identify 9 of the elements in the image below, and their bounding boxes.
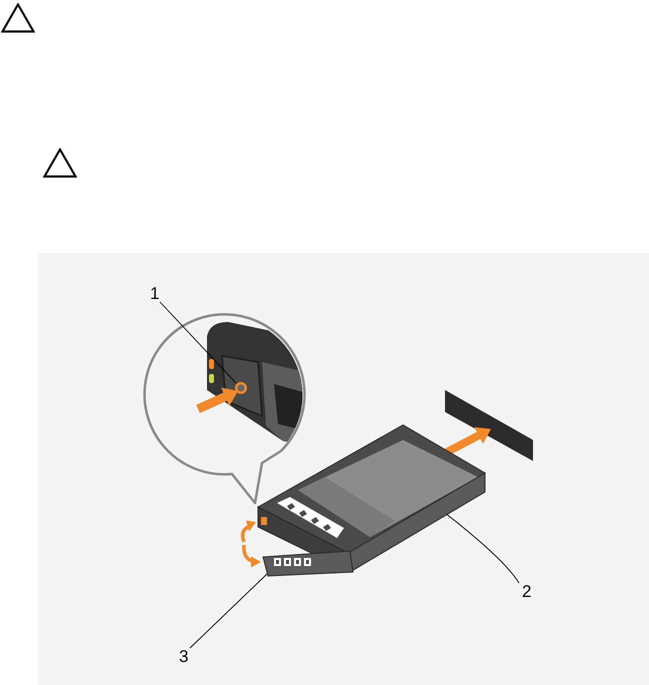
release-button [235,382,247,394]
leader-line [446,514,520,584]
callout-number: 1 [150,285,160,302]
leader-line [190,574,268,648]
callout-number: 3 [179,648,188,665]
callout-number: 2 [522,583,532,600]
carrier-handle [262,550,354,577]
drive-carrier [256,424,486,573]
leader-line [160,302,236,384]
